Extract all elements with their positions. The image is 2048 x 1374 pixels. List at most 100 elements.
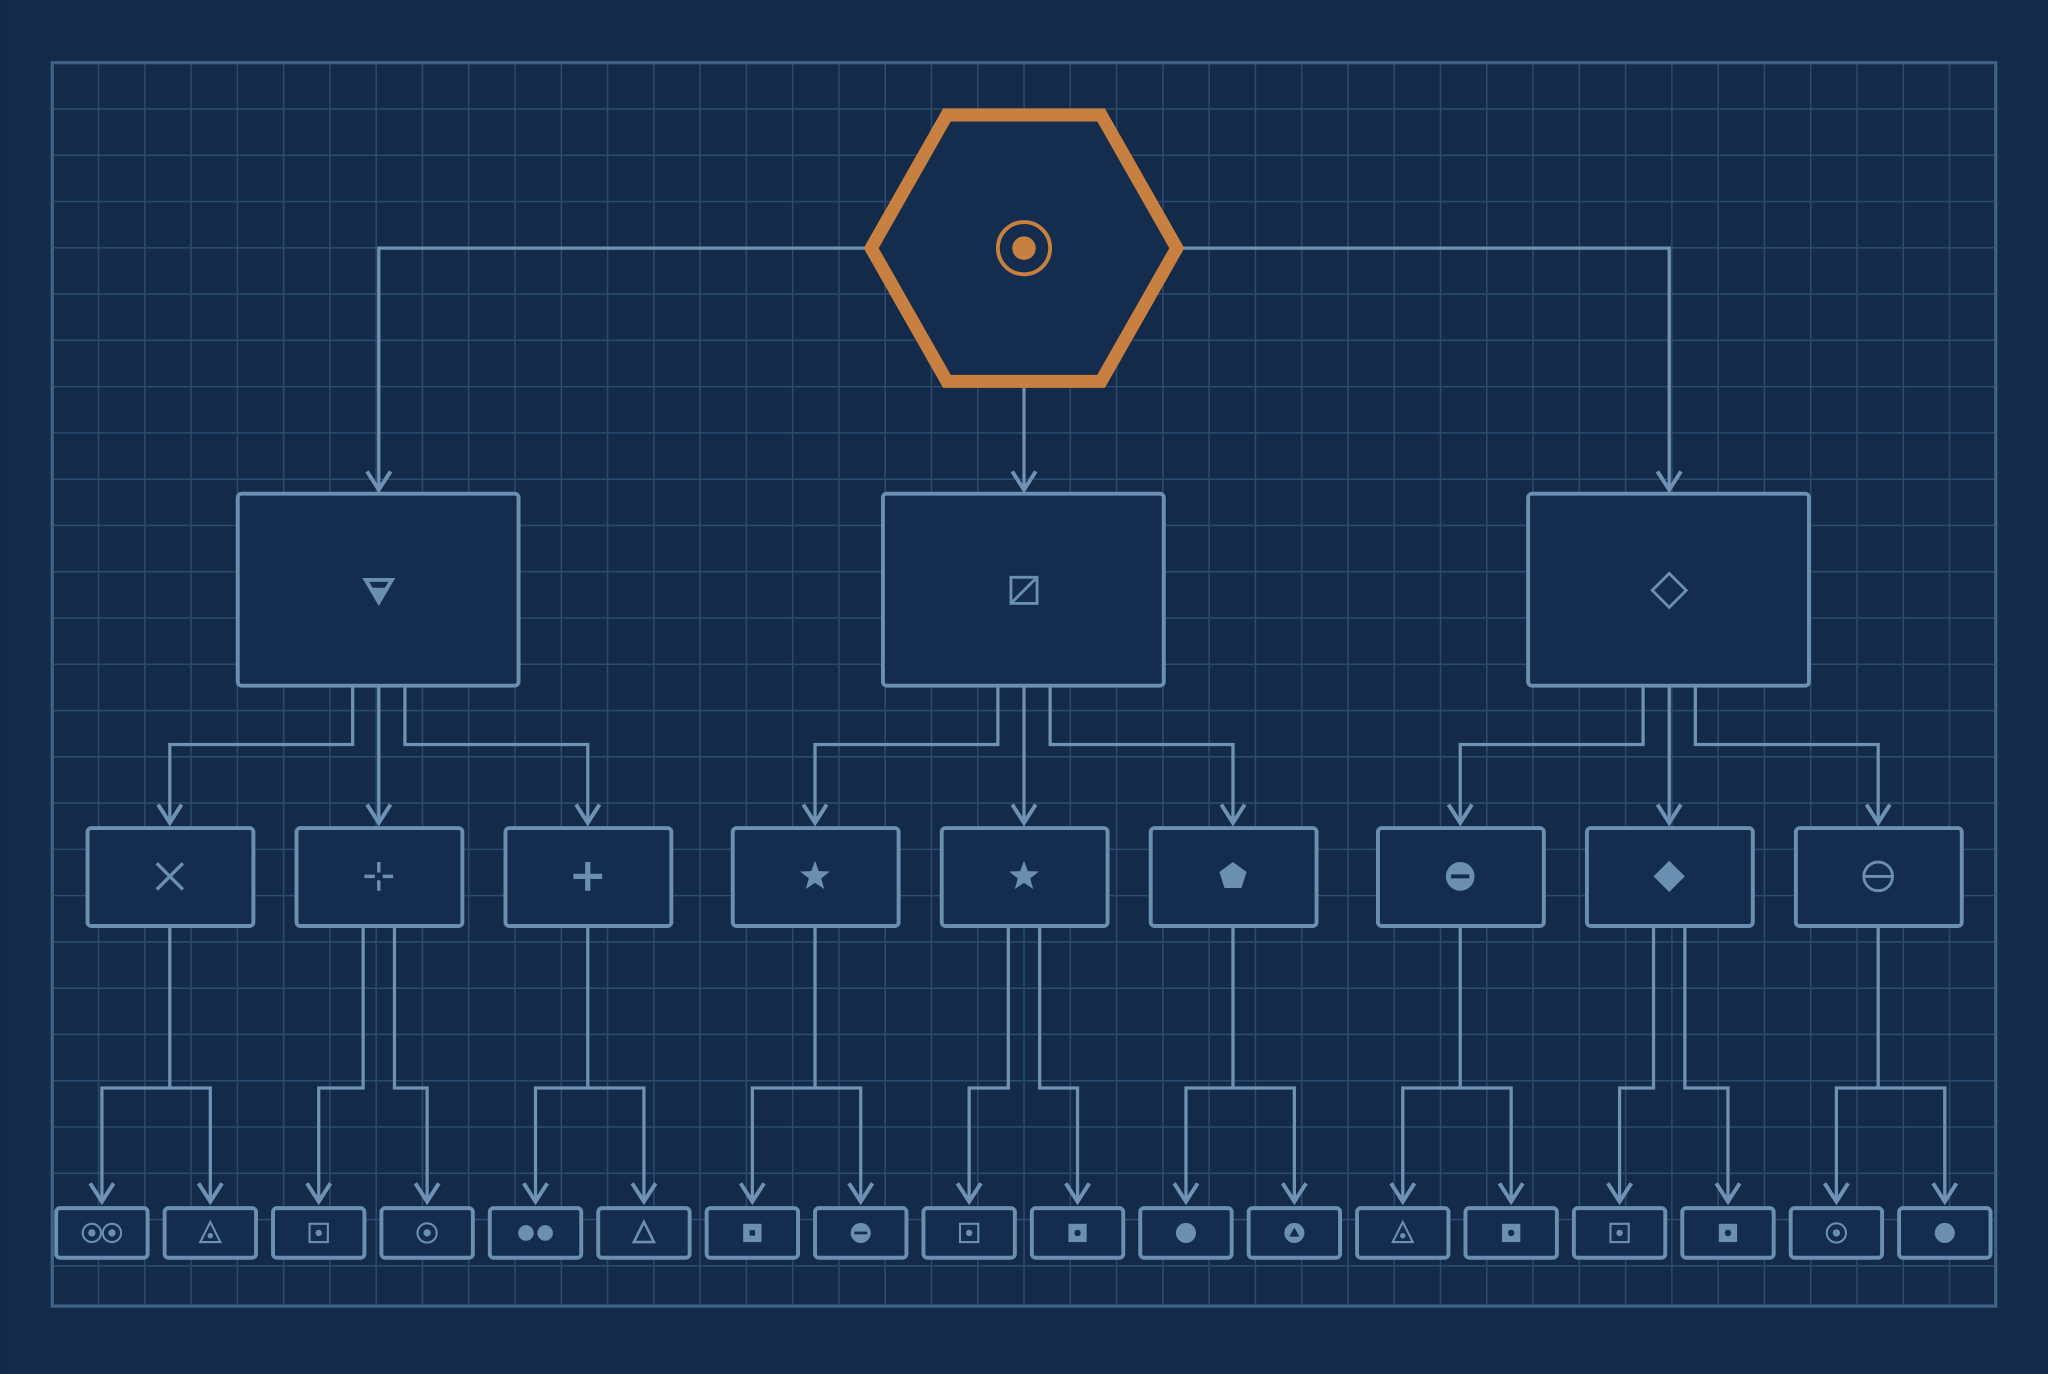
- dot: [518, 1225, 534, 1241]
- child-node: [1148, 826, 1319, 928]
- arrow-head: [1010, 803, 1038, 827]
- arrow-head: [1172, 1182, 1200, 1206]
- triangle-icon: [631, 1219, 657, 1244]
- leaf-node: [1897, 1206, 1993, 1260]
- connector-line: [1232, 1086, 1296, 1202]
- arrow-head: [847, 1182, 875, 1206]
- node-box: [596, 1206, 692, 1260]
- target-icon: [995, 220, 1053, 277]
- mid-node: [1526, 491, 1811, 688]
- connector-line: [100, 926, 172, 1202]
- star: [1009, 860, 1039, 890]
- arrow-head: [1864, 803, 1892, 827]
- connector-line: [1460, 1086, 1513, 1202]
- connector-line: [317, 926, 365, 1202]
- arrow-head: [1655, 470, 1683, 494]
- dot: [1012, 236, 1036, 260]
- ring: [1825, 1222, 1848, 1244]
- x-icon: [155, 862, 185, 891]
- arrow-head: [156, 803, 184, 827]
- diamond-icon: [1653, 860, 1685, 893]
- plus: [573, 862, 603, 891]
- arrow-head: [1822, 1182, 1850, 1206]
- arrow-head: [1389, 1182, 1417, 1206]
- leaf-node: [162, 1206, 258, 1260]
- connector-line: [1878, 1086, 1947, 1202]
- arrow-head: [1606, 1182, 1633, 1206]
- filled-circle-minus-icon: [1445, 862, 1475, 891]
- leaf-node: [1788, 1206, 1885, 1260]
- square-dot-icon: [1609, 1222, 1630, 1244]
- dot: [537, 1225, 553, 1241]
- filled-square-dot-icon: [1068, 1223, 1087, 1243]
- leaf-node: [1571, 1206, 1668, 1260]
- double-circle-icon: [81, 1222, 123, 1244]
- disc: [1175, 1222, 1197, 1243]
- connector-line: [1617, 926, 1656, 1202]
- diamond-outline-icon: [1650, 571, 1689, 610]
- tri: [362, 577, 396, 606]
- leaf-node: [1246, 1206, 1343, 1260]
- tri: [198, 1219, 223, 1244]
- leaf-node: [704, 1206, 801, 1260]
- sq: [958, 1222, 980, 1244]
- tri: [631, 1219, 657, 1244]
- dot: [108, 1229, 116, 1237]
- child-node: [1375, 826, 1546, 928]
- filled-circle-triangle-icon: [1284, 1222, 1305, 1243]
- leaf-node: [379, 1206, 475, 1260]
- two-dots-icon: [518, 1225, 553, 1241]
- grid-frame: [50, 61, 1998, 1308]
- x: [155, 862, 185, 891]
- connector-line: [1176, 246, 1671, 490]
- tri-fill: [372, 587, 386, 599]
- mid-node: [235, 491, 521, 688]
- square-dot-icon: [308, 1222, 329, 1244]
- filled-circle-icon: [1175, 1222, 1197, 1243]
- arrow-head: [522, 1182, 549, 1206]
- connector-line: [1184, 926, 1235, 1202]
- leaf-node: [54, 1206, 150, 1260]
- arrow-head: [365, 803, 393, 827]
- leaf-node: [487, 1206, 584, 1260]
- filled-square-icon: [743, 1223, 762, 1243]
- arrow-head: [1497, 1182, 1525, 1206]
- diamond: [1650, 571, 1689, 610]
- connector-line: [377, 246, 872, 490]
- filled-square-dot-icon: [1502, 1223, 1521, 1243]
- connector-line: [1693, 685, 1880, 823]
- arrow-head: [1064, 1182, 1091, 1206]
- leaf-node: [596, 1206, 692, 1260]
- sq: [1609, 1222, 1630, 1244]
- arrow-head: [738, 1182, 766, 1206]
- triangle-dot-icon: [198, 1219, 223, 1244]
- plus-icon: [573, 862, 603, 891]
- dot: [315, 1229, 322, 1237]
- arrow-head: [1655, 803, 1683, 827]
- triangle-dot-icon: [1391, 1219, 1415, 1244]
- dot: [965, 1229, 973, 1237]
- star-icon: [1009, 860, 1039, 890]
- leaf-node: [1138, 1206, 1234, 1260]
- dot: [207, 1232, 214, 1239]
- sq: [1009, 575, 1039, 605]
- tri: [1391, 1219, 1415, 1244]
- connector-line: [168, 685, 355, 823]
- leaf-node: [921, 1206, 1017, 1260]
- tri: [1289, 1227, 1300, 1237]
- node-box: [162, 1206, 258, 1260]
- filled-square-dot-icon: [1718, 1223, 1738, 1243]
- ring: [81, 1222, 103, 1244]
- node-box: [487, 1206, 584, 1260]
- dot: [1616, 1229, 1623, 1237]
- pentagon-icon: [1219, 862, 1247, 889]
- child-node: [85, 826, 256, 928]
- connector-line: [967, 926, 1010, 1202]
- child-node: [730, 826, 901, 928]
- connector-line: [813, 685, 1000, 823]
- arrow-head: [196, 1182, 224, 1206]
- ring: [995, 220, 1053, 277]
- connector-line: [403, 685, 590, 823]
- arrow-head: [1010, 470, 1038, 494]
- connector-line: [1038, 926, 1080, 1202]
